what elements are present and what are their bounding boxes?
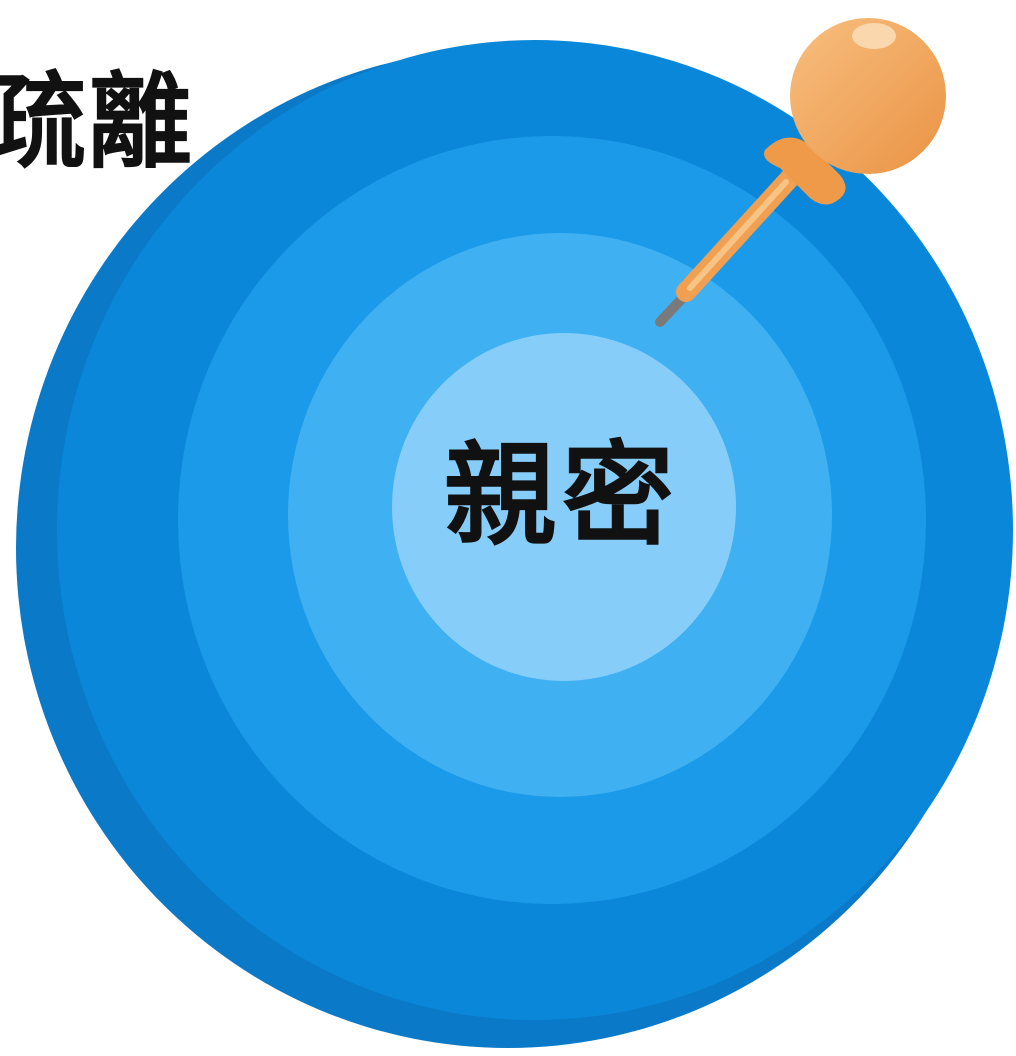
intimate-label: 親密 <box>444 431 680 561</box>
pin-head-highlight <box>852 23 896 49</box>
pin-shaft-highlight <box>687 179 789 291</box>
target-rings <box>16 40 1013 1048</box>
pin-icon <box>655 18 946 327</box>
pin-head <box>790 18 946 174</box>
inner-circle <box>392 333 736 681</box>
distant-label: 疏離 <box>0 61 195 183</box>
pin-collar <box>764 137 846 205</box>
